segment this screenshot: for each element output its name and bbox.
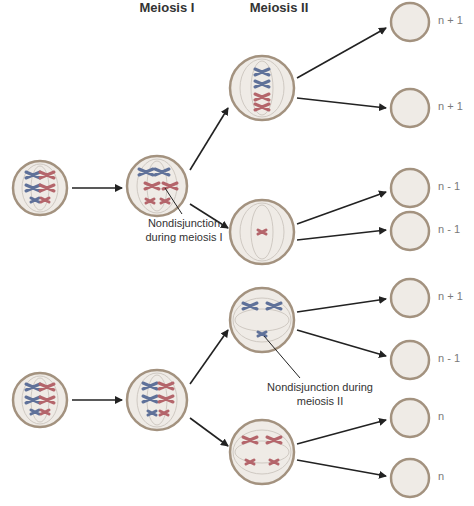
- ploidy-label: n: [438, 410, 444, 422]
- ploidy-label: n - 1: [438, 223, 460, 235]
- cell-outline: [390, 398, 430, 438]
- cell: [13, 373, 67, 427]
- gamete-cell: n + 1: [390, 88, 430, 128]
- cell-outline: [390, 211, 430, 251]
- stage-heading: Meiosis II: [234, 0, 324, 16]
- cell: [230, 288, 294, 352]
- cell-outline: [390, 168, 430, 208]
- cell-outline: [390, 278, 430, 318]
- cell: [230, 200, 294, 264]
- cell: [127, 370, 187, 430]
- cell: [230, 420, 294, 484]
- cell-outline: [390, 2, 430, 42]
- ploidy-label: n: [438, 470, 444, 482]
- ploidy-label: n + 1: [438, 14, 463, 26]
- ploidy-label: n - 1: [438, 352, 460, 364]
- cell-outline: [390, 88, 430, 128]
- callout-text: Nondisjunction during meiosis II: [262, 380, 378, 408]
- stage-heading: Meiosis I: [122, 0, 212, 16]
- gamete-cell: n + 1: [390, 2, 430, 42]
- cell: [13, 161, 67, 215]
- gamete-cell: n - 1: [390, 211, 430, 251]
- cell-outline: [390, 458, 430, 498]
- ploidy-label: n + 1: [438, 100, 463, 112]
- leader-line: [264, 336, 300, 378]
- ploidy-label: n - 1: [438, 180, 460, 192]
- cell: [127, 156, 187, 216]
- ploidy-label: n + 1: [438, 290, 463, 302]
- callout-text: Nondisjunction during meiosis I: [132, 216, 236, 244]
- arrow: [72, 28, 386, 476]
- gamete-cell: n: [390, 458, 430, 498]
- gamete-cell: n: [390, 398, 430, 438]
- cell: [230, 56, 294, 120]
- gamete-cell: n - 1: [390, 168, 430, 208]
- gamete-cell: n + 1: [390, 278, 430, 318]
- leader-line: [165, 188, 182, 214]
- cell-outline: [390, 340, 430, 380]
- gamete-cell: n - 1: [390, 340, 430, 380]
